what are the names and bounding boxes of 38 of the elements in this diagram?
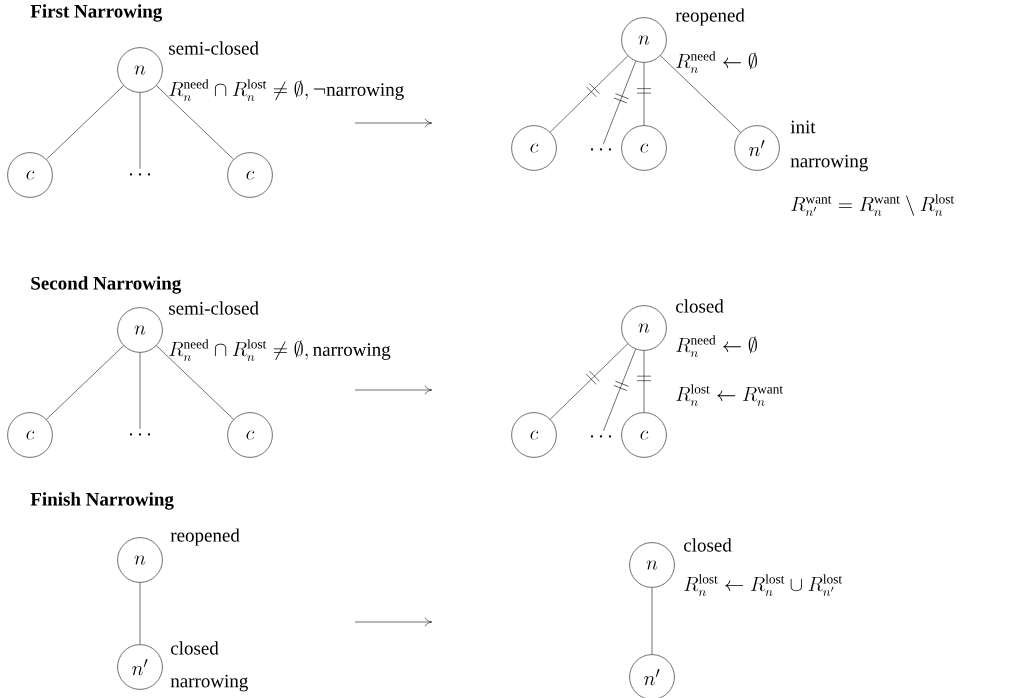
section-heading: Finish Narrowing bbox=[30, 492, 174, 510]
section-heading: First Narrowing bbox=[30, 4, 163, 22]
condition-formula: $R_n^{\mathrm{need}} \cap R_n^{\mathrm{lost}} \neq \emptyset, \mathrm{narrowing}$ bbox=[169, 339, 391, 361]
state-label: semi-closed bbox=[169, 301, 259, 315]
ellipsis: $\cdots$ bbox=[129, 173, 151, 176]
state-label: init bbox=[790, 120, 816, 134]
state-label: narrowing bbox=[790, 154, 868, 172]
state-label: narrowing bbox=[170, 674, 248, 692]
state-label: reopened bbox=[675, 8, 745, 26]
tree-edge bbox=[46, 345, 124, 420]
ellipsis: $\cdots$ bbox=[129, 433, 151, 436]
tree-edge bbox=[156, 85, 234, 160]
condition-formula: $R_{n'}^{\mathrm{want}} = R_n^{\mathrm{want}} \setminus R_n^{\mathrm{lost}}$ bbox=[791, 194, 955, 216]
tree-edge bbox=[549, 55, 629, 133]
tree-edge bbox=[603, 348, 636, 432]
state-label: semi-closed bbox=[169, 41, 259, 55]
condition-formula: $R_n^{\mathrm{need}} \cap R_n^{\mathrm{lost}} \neq \emptyset, \neg\mathrm{narrowing}$ bbox=[169, 79, 404, 101]
tree-edge bbox=[660, 55, 741, 133]
state-label: reopened bbox=[170, 528, 240, 546]
state-label: closed bbox=[684, 538, 732, 552]
ellipsis: $\cdots$ bbox=[590, 435, 612, 438]
condition-formula: $R_n^{\mathrm{need}} \leftarrow \emptyset$ bbox=[676, 335, 757, 357]
tree-edge bbox=[603, 60, 636, 145]
condition-formula: $R_n^{\mathrm{lost}} \leftarrow R_n^{\mathrm{lost}} \cup R_{n'}^{\mathrm{lost}}$ bbox=[684, 574, 842, 596]
tree-edge bbox=[643, 350, 645, 413]
tree-edge bbox=[46, 85, 124, 160]
tree-edge bbox=[550, 343, 628, 420]
tree-edge bbox=[651, 587, 653, 655]
state-label: closed bbox=[676, 299, 724, 313]
state-label: closed bbox=[171, 641, 219, 655]
tree-edge bbox=[156, 345, 234, 420]
ellipsis: $\cdots$ bbox=[590, 148, 612, 151]
tree-edge bbox=[139, 582, 141, 645]
condition-formula: $R_n^{\mathrm{need}} \leftarrow \emptyset$ bbox=[676, 51, 757, 73]
tree-edge bbox=[139, 352, 141, 430]
tree-edge bbox=[139, 92, 141, 170]
condition-formula: $R_n^{\mathrm{lost}} \leftarrow R_n^{\mathrm{want}}$ bbox=[676, 384, 783, 406]
tree-edge bbox=[643, 62, 645, 126]
